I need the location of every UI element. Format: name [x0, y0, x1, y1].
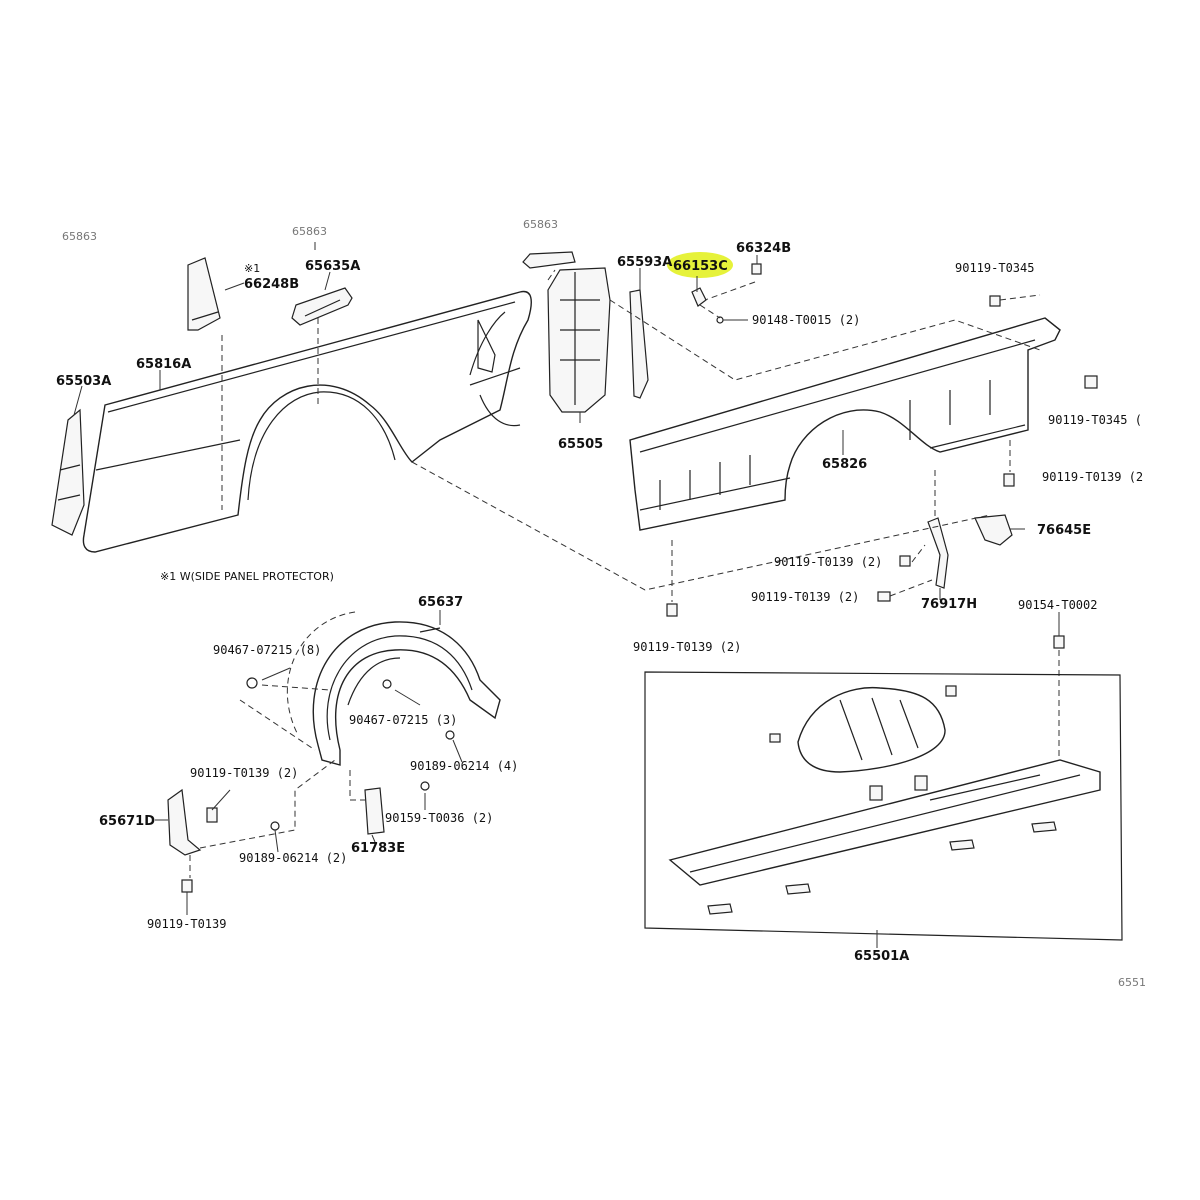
part-66324B — [751, 263, 762, 275]
part-65593A — [629, 289, 649, 399]
bolts-right — [666, 295, 1098, 649]
note-side-panel: ※1 W(SIDE PANEL PROTECTOR) — [160, 570, 334, 583]
label-90467-3: 90467-07215 (3) — [349, 713, 457, 727]
label-65863-mid: 65863 — [292, 225, 327, 238]
label-90189-2: 90189-06214 (2) — [239, 851, 347, 865]
label-76917h: 76917H — [921, 597, 977, 612]
part-76645E — [974, 514, 1013, 546]
label-65637: 65637 — [418, 595, 463, 610]
label-90119-t0139-left: 90119-T0139 (2) — [190, 766, 298, 780]
label-90148: 90148-T0015 (2) — [752, 313, 860, 327]
label-65863-left: 65863 — [62, 230, 97, 243]
leader-lines — [73, 242, 1060, 948]
label-66153c: 66153C — [673, 259, 728, 274]
part-65826 — [629, 317, 1061, 531]
part-65505 — [547, 267, 611, 413]
label-65593a: 65593A — [617, 255, 672, 270]
label-65826: 65826 — [822, 457, 867, 472]
assembly-lines-top — [221, 269, 1060, 760]
part-65501A — [668, 685, 1101, 915]
label-65503a: 65503A — [56, 374, 111, 389]
label-76645e: 76645E — [1037, 523, 1091, 538]
part-65503A — [51, 408, 85, 536]
label-65501a: 65501A — [854, 949, 909, 964]
liner-dash-2 — [239, 699, 316, 751]
label-90154: 90154-T0002 — [1018, 598, 1097, 612]
label-90159: 90159-T0036 (2) — [385, 811, 493, 825]
label-65863-right: 65863 — [523, 218, 558, 231]
dash-61783e — [349, 770, 365, 801]
highlight-marker — [667, 252, 733, 278]
label-90119-t0139-2b: 90119-T0139 (2) — [751, 590, 859, 604]
part-61783E — [364, 787, 385, 835]
part-66153C — [691, 287, 707, 307]
label-90119-t0139-low: 90119-T0139 — [147, 917, 226, 931]
label-66324b: 66324B — [736, 241, 791, 256]
part-65637 — [246, 621, 501, 791]
part-65635A — [291, 287, 353, 326]
label-65505: 65505 — [558, 437, 603, 452]
label-90119-t0139-bottom: 90119-T0139 (2) — [633, 640, 741, 654]
part-65671D — [167, 788, 280, 893]
part-76917H — [927, 517, 949, 589]
label-90119-t0139-2a: 90119-T0139 (2) — [774, 555, 882, 569]
label-90119-t0345-right: 90119-T0345 ( — [1048, 413, 1142, 427]
label-edge-corner: 6551 — [1118, 976, 1146, 989]
label-90189-4: 90189-06214 (4) — [410, 759, 518, 773]
part-65863 — [522, 251, 576, 269]
labels: 65863 65863 65863 ※1 66248B 65635A 65816… — [56, 218, 1146, 989]
label-65671d: 65671D — [99, 814, 155, 829]
dash-65671d-2 — [199, 759, 336, 849]
label-65635a: 65635A — [305, 259, 360, 274]
label-90119-t0139-right: 90119-T0139 (2 — [1042, 470, 1143, 484]
label-90119-t0345-top: 90119-T0345 — [955, 261, 1034, 275]
liner-dash-3 — [261, 684, 331, 691]
label-66248b-mark: ※1 — [244, 262, 260, 275]
label-66248b: 66248B — [244, 277, 299, 292]
part-66248B — [187, 257, 221, 331]
label-90467-8: 90467-07215 (8) — [213, 643, 321, 657]
outer-side-panel — [82, 290, 532, 553]
label-61783e: 61783E — [351, 841, 405, 856]
label-65816a: 65816A — [136, 357, 191, 372]
floor-box — [644, 671, 1123, 941]
